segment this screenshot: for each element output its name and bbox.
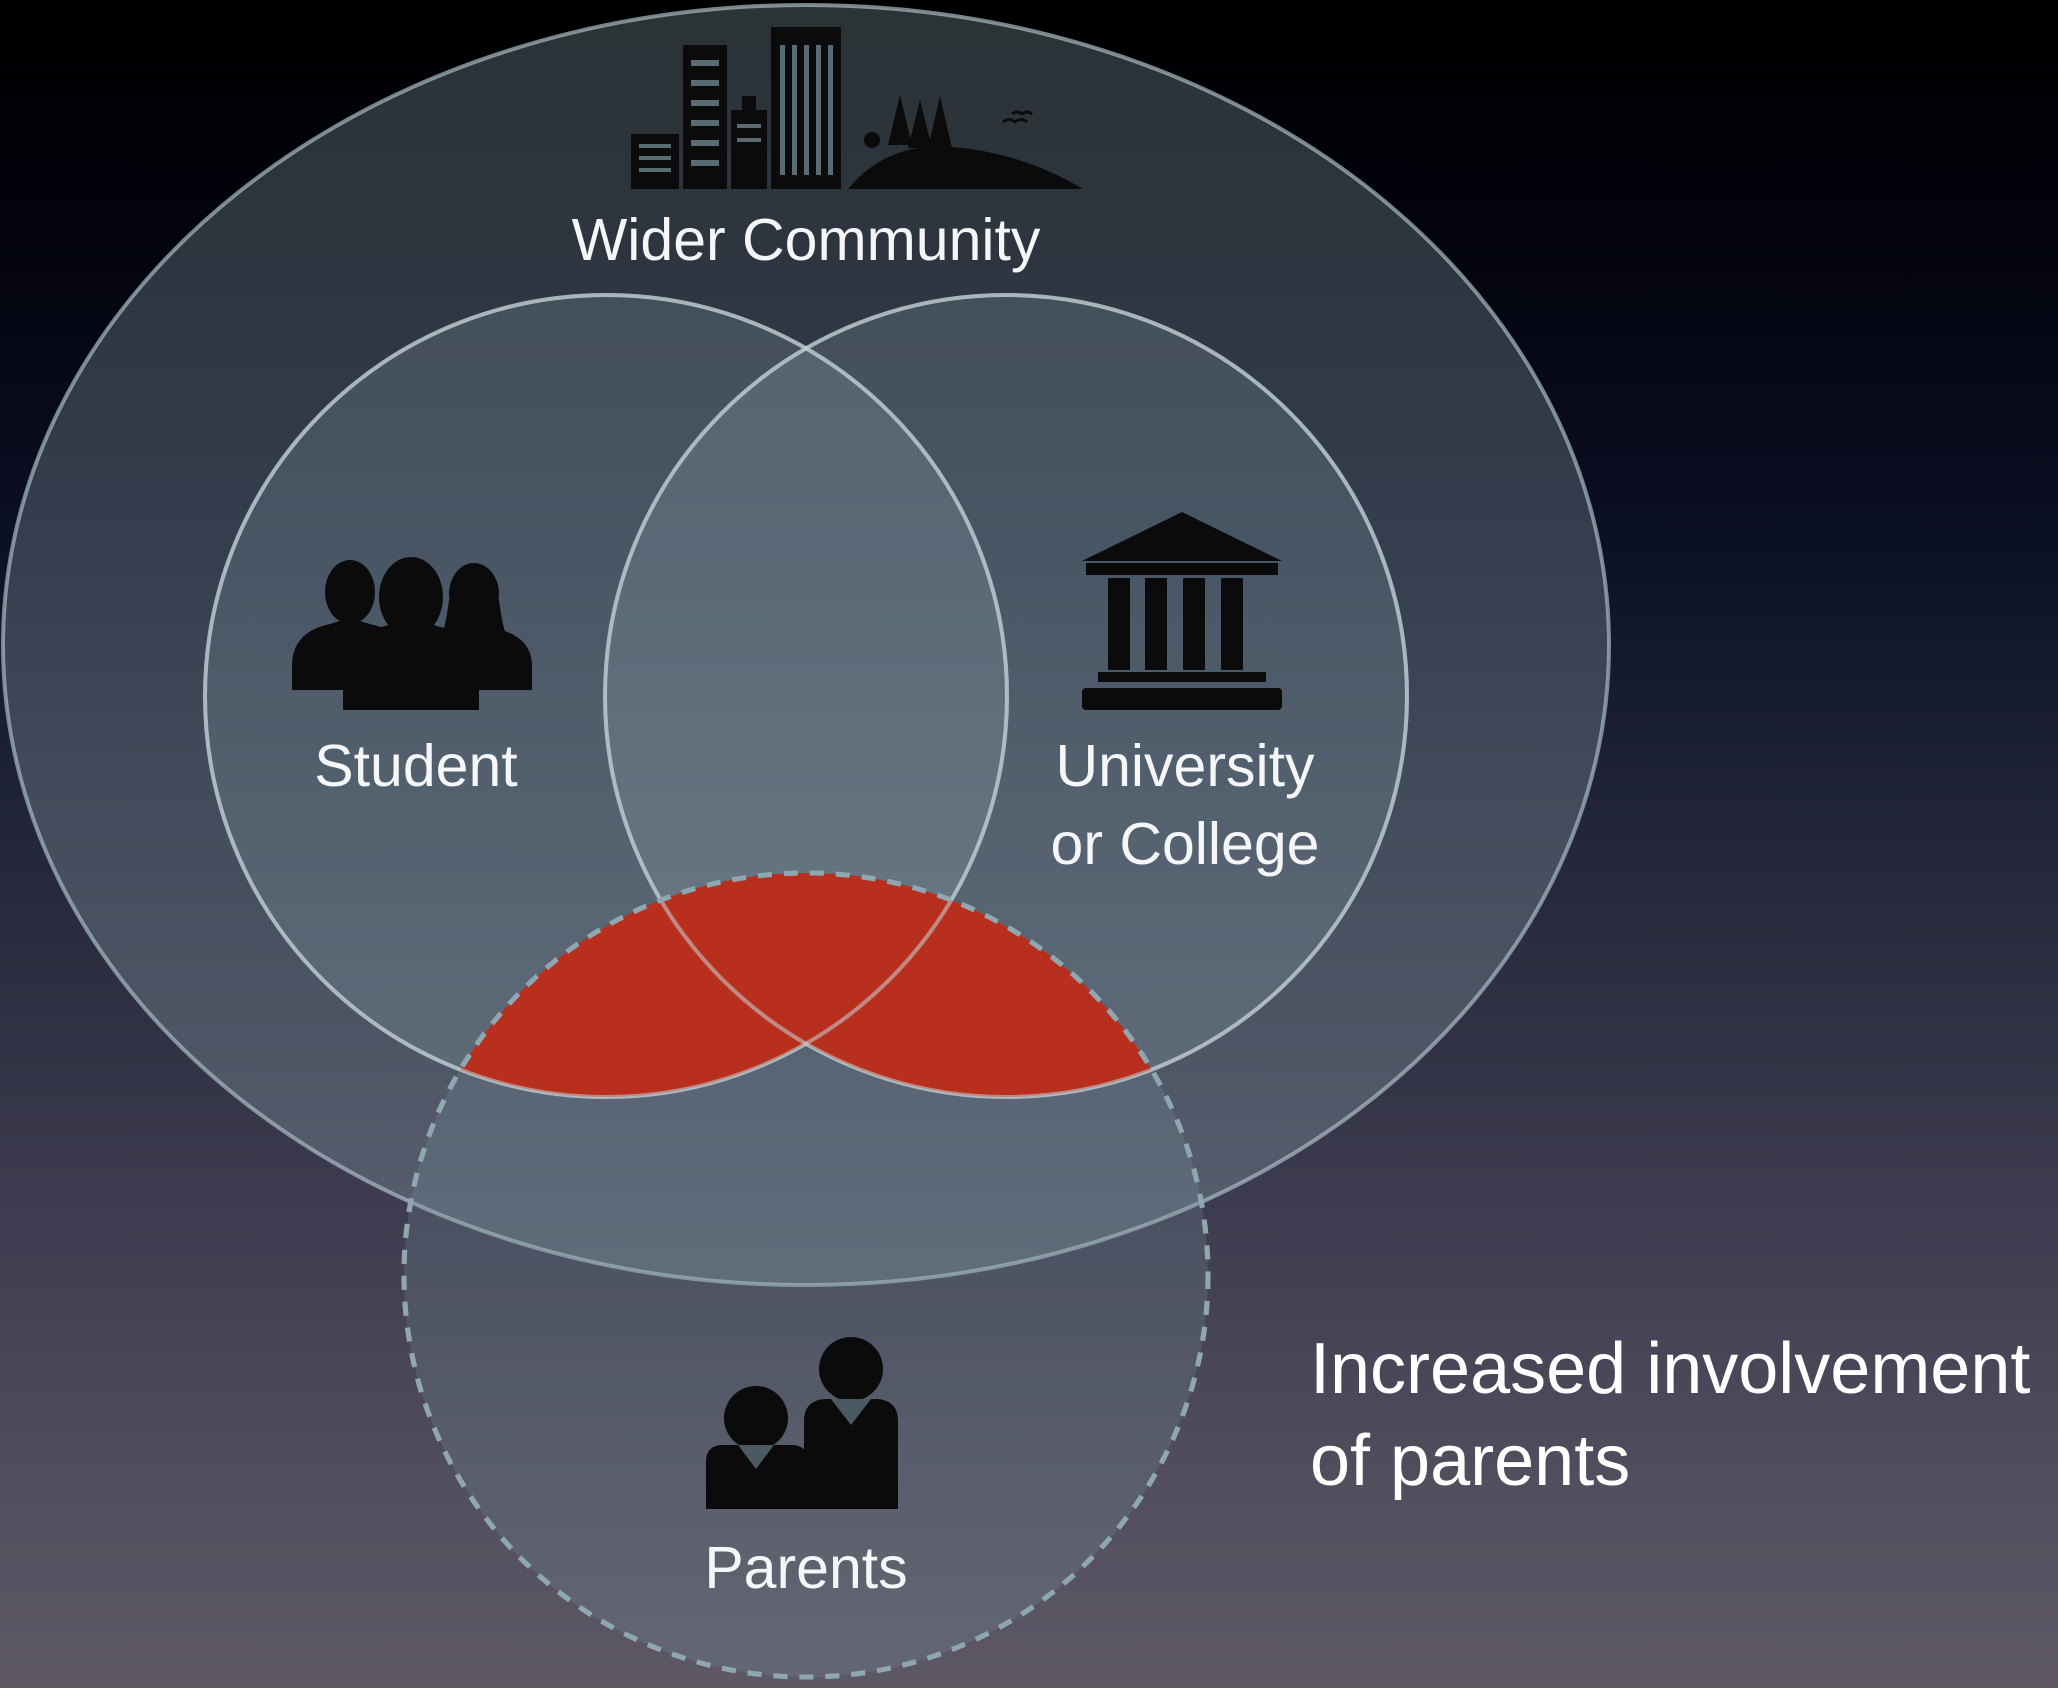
university-label-line2: or College [1051,811,1320,877]
caption-line-2: of parents [1310,1421,1631,1501]
university-building-icon [1082,512,1282,710]
involvement-caption: Increased involvement of parents [1310,1323,2050,1507]
wider-community-ellipse [1,3,1611,1287]
student-label: Student [314,733,517,799]
city-icon [631,27,1083,189]
parents-icon [706,1337,898,1509]
parents-label: Parents [704,1535,907,1601]
caption-line-1: Increased involvement [1310,1329,2031,1409]
students-group-icon [292,557,532,710]
university-label-line1: University [1056,733,1315,799]
wider-community-label: Wider Community [572,207,1041,273]
